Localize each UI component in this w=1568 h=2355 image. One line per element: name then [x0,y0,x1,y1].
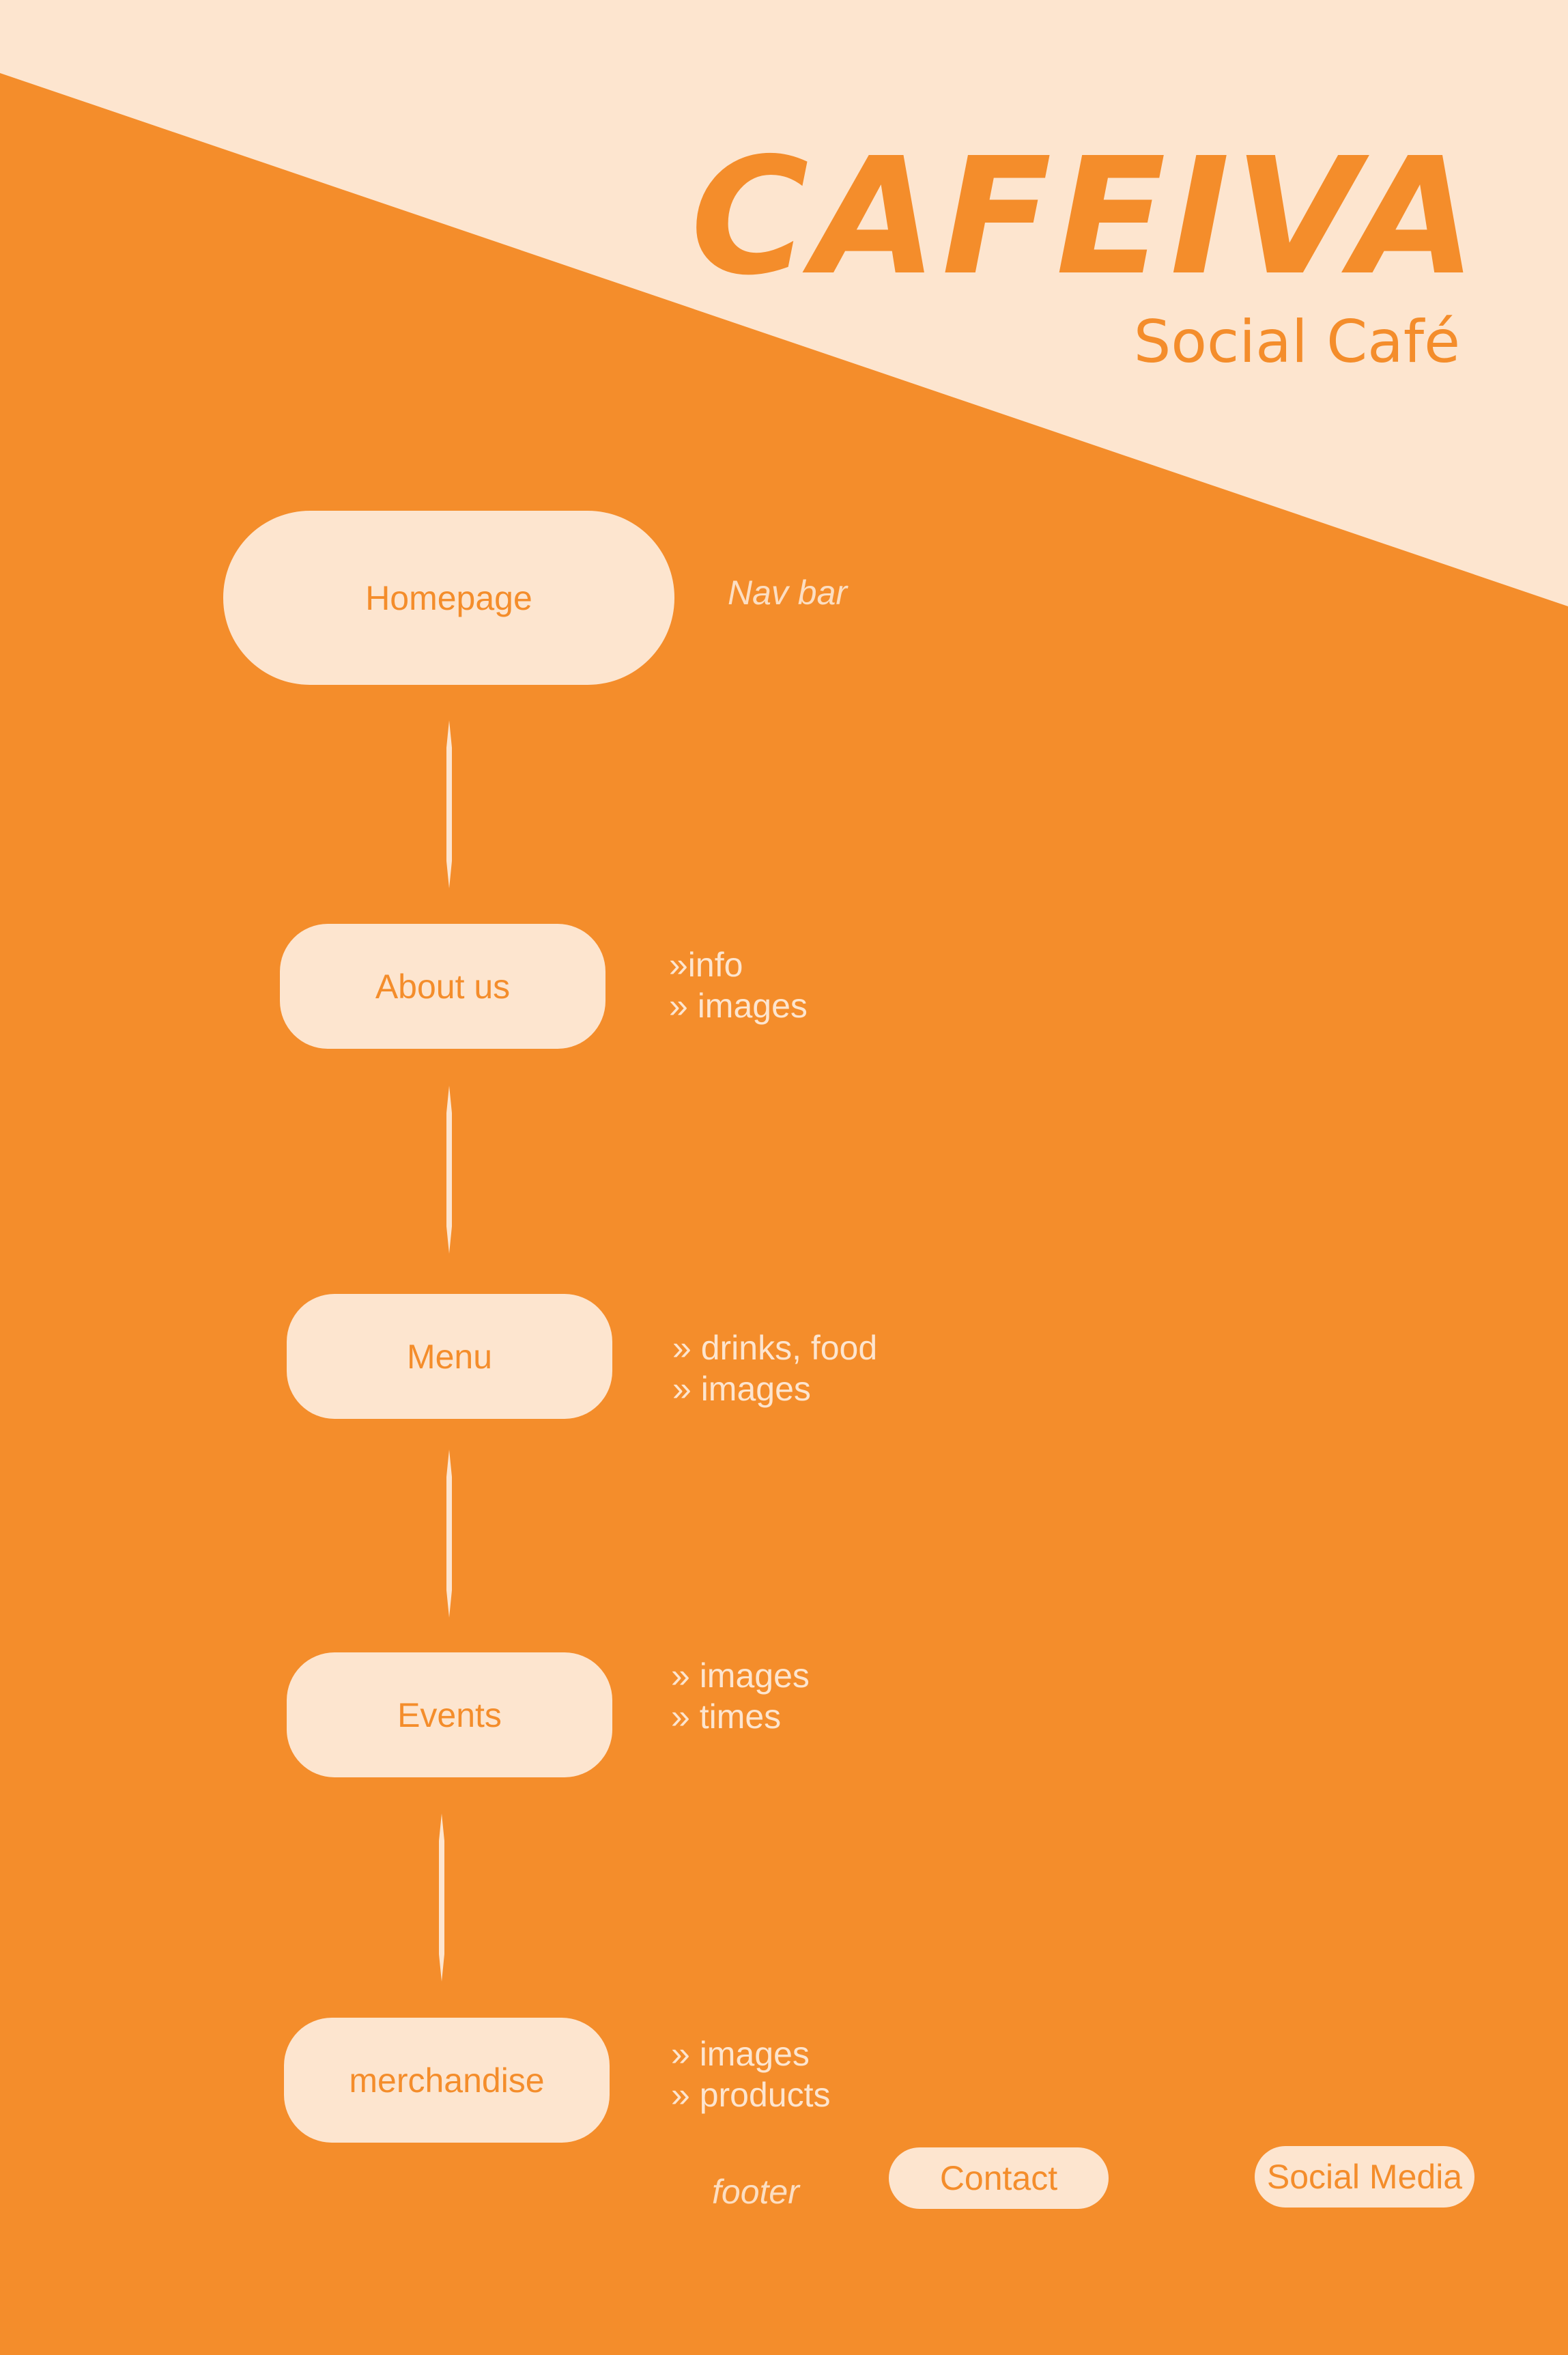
node-homepage: Homepage [223,511,674,685]
events-notes: » images » times [671,1655,810,1737]
connector-1 [446,720,452,888]
brand: CAFEIVA Social Café [690,123,1481,376]
brand-title: CAFEIVA [690,123,1481,311]
node-events-label: Events [397,1695,502,1734]
footer-contact-label: Contact [939,2159,1058,2197]
events-note-1: » images [671,1656,810,1695]
merchandise-note-1: » images [671,2035,810,2073]
events-note-2: » times [671,1697,782,1736]
menu-note-1: » drinks, food [672,1329,878,1367]
node-about-us: About us [280,924,605,1049]
node-about-us-label: About us [375,967,511,1006]
brand-subtitle: Social Café [1133,308,1460,376]
merchandise-notes: » images » products [671,2033,830,2115]
footer-contact: Contact [889,2147,1109,2209]
header-diagonal-shape [0,0,1568,606]
node-menu-label: Menu [406,1337,493,1376]
connector-3 [446,1450,452,1618]
node-merchandise: merchandise [284,2018,610,2143]
menu-notes: » drinks, food » images [672,1327,877,1409]
connector-2 [446,1086,452,1254]
node-merchandise-label: merchandise [349,2061,545,2100]
nav-bar-note: Nav bar [728,574,848,612]
footer-note: footer [712,2173,799,2211]
menu-note-2: » images [672,1370,811,1408]
node-menu: Menu [287,1294,612,1419]
footer-social-media-label: Social Media [1266,2158,1463,2196]
node-events: Events [287,1652,612,1777]
about-us-note-2: » images [669,987,808,1025]
merchandise-note-2: » products [671,2076,831,2114]
about-us-notes: »info » images [669,944,808,1026]
about-us-note-1: »info [669,946,743,984]
node-homepage-label: Homepage [365,578,532,617]
connector-4 [439,1814,444,1982]
footer-social-media: Social Media [1255,2146,1474,2208]
